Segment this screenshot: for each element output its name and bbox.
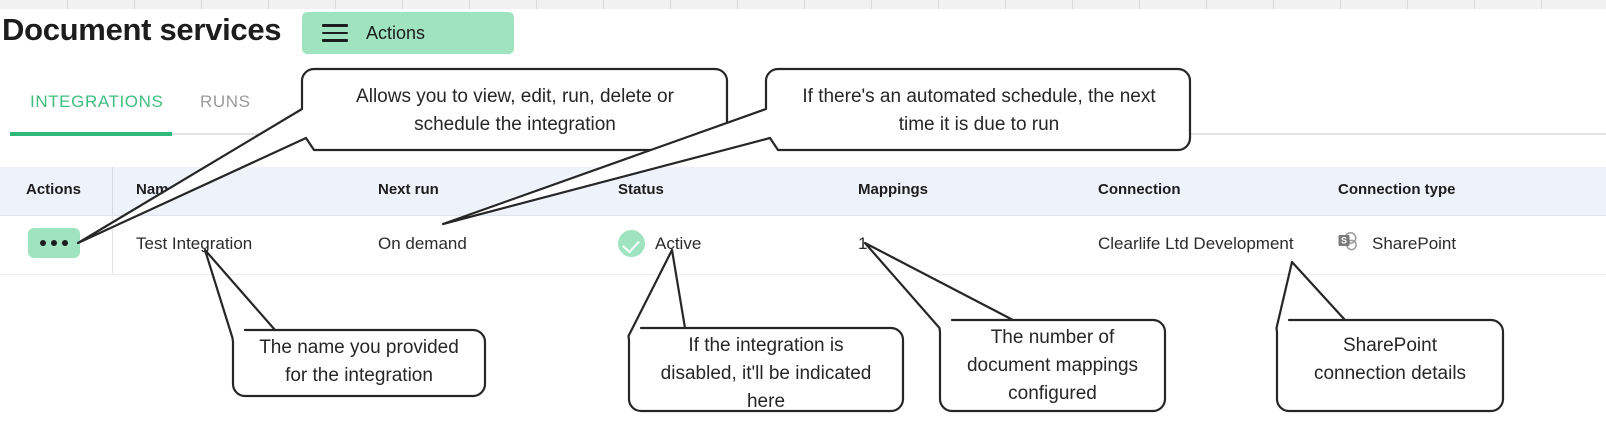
cell-status: Active bbox=[618, 230, 701, 257]
page-title: Document services bbox=[2, 12, 282, 47]
kebab-menu-button[interactable] bbox=[28, 228, 80, 258]
ruler-tick bbox=[1072, 0, 1073, 9]
hamburger-icon bbox=[322, 24, 348, 42]
column-header-name[interactable]: Name bbox=[136, 181, 177, 198]
integrations-table: Actions Name Next run Status Mappings Co… bbox=[0, 167, 1606, 275]
mappings-callout-text: The number of document mappings configur… bbox=[966, 327, 1139, 404]
top-ruler-strip bbox=[0, 0, 1606, 9]
ruler-tick bbox=[871, 0, 872, 9]
ruler-tick bbox=[469, 0, 470, 9]
ruler-tick bbox=[134, 0, 135, 9]
ruler-tick bbox=[402, 0, 403, 9]
ruler-tick bbox=[1407, 0, 1408, 9]
actions-button-label: Actions bbox=[366, 22, 426, 43]
ruler-tick bbox=[335, 0, 336, 9]
ruler-tick bbox=[603, 0, 604, 9]
tab-runs[interactable]: RUNS bbox=[200, 92, 251, 111]
name-callout-text: The name you provided for the integratio… bbox=[259, 337, 459, 386]
ruler-tick bbox=[1340, 0, 1341, 9]
ruler-tick bbox=[804, 0, 805, 9]
ruler-tick bbox=[1206, 0, 1207, 9]
column-header-connection-type[interactable]: Connection type bbox=[1338, 181, 1456, 198]
connection-type-callout-text: SharePoint connection details bbox=[1313, 335, 1467, 384]
table-row: Test Integration On demand Active 1 Clea… bbox=[0, 216, 1606, 275]
column-header-status[interactable]: Status bbox=[618, 181, 664, 198]
connection-type-callout-shape bbox=[1275, 260, 1505, 413]
cell-name: Test Integration bbox=[136, 234, 253, 253]
tab-active-underline bbox=[10, 132, 172, 136]
ruler-tick bbox=[1139, 0, 1140, 9]
ruler-tick bbox=[536, 0, 537, 9]
ruler-tick bbox=[1541, 0, 1542, 9]
ruler-tick bbox=[201, 0, 202, 9]
ruler-tick bbox=[670, 0, 671, 9]
svg-text:S: S bbox=[1341, 236, 1347, 246]
tab-bar-divider bbox=[172, 133, 1606, 135]
cell-mappings: 1 bbox=[858, 234, 868, 253]
kebab-dot-icon bbox=[62, 240, 68, 246]
header-column-separator bbox=[112, 167, 113, 215]
column-header-mappings[interactable]: Mappings bbox=[858, 181, 928, 198]
status-callout-text: If the integration is disabled, it'll be… bbox=[660, 335, 872, 412]
column-header-actions[interactable]: Actions bbox=[26, 181, 82, 198]
kebab-dot-icon bbox=[40, 240, 46, 246]
cell-connection: Clearlife Ltd Development bbox=[1098, 234, 1294, 253]
ruler-tick bbox=[1273, 0, 1274, 9]
ruler-tick bbox=[1474, 0, 1475, 9]
kebab-dot-icon bbox=[51, 240, 57, 246]
row-column-separator bbox=[112, 216, 113, 274]
column-header-connection[interactable]: Connection bbox=[1098, 181, 1181, 198]
cell-connection-type: S SharePoint bbox=[1336, 230, 1456, 257]
check-circle-icon bbox=[618, 230, 645, 257]
cell-next-run: On demand bbox=[378, 234, 467, 253]
sharepoint-icon: S bbox=[1336, 230, 1360, 257]
ruler-tick bbox=[67, 0, 68, 9]
ruler-tick bbox=[268, 0, 269, 9]
tab-integrations[interactable]: INTEGRATIONS bbox=[30, 92, 164, 111]
ruler-tick bbox=[938, 0, 939, 9]
ruler-tick bbox=[1005, 0, 1006, 9]
ruler-tick bbox=[737, 0, 738, 9]
table-header-row: Actions Name Next run Status Mappings Co… bbox=[0, 167, 1606, 216]
tab-bar: INTEGRATIONS RUNS bbox=[0, 92, 1606, 138]
connection-type-label: SharePoint bbox=[1372, 233, 1457, 253]
column-header-next-run[interactable]: Next run bbox=[378, 181, 439, 198]
actions-button[interactable]: Actions bbox=[302, 12, 514, 54]
status-label: Active bbox=[655, 233, 702, 253]
